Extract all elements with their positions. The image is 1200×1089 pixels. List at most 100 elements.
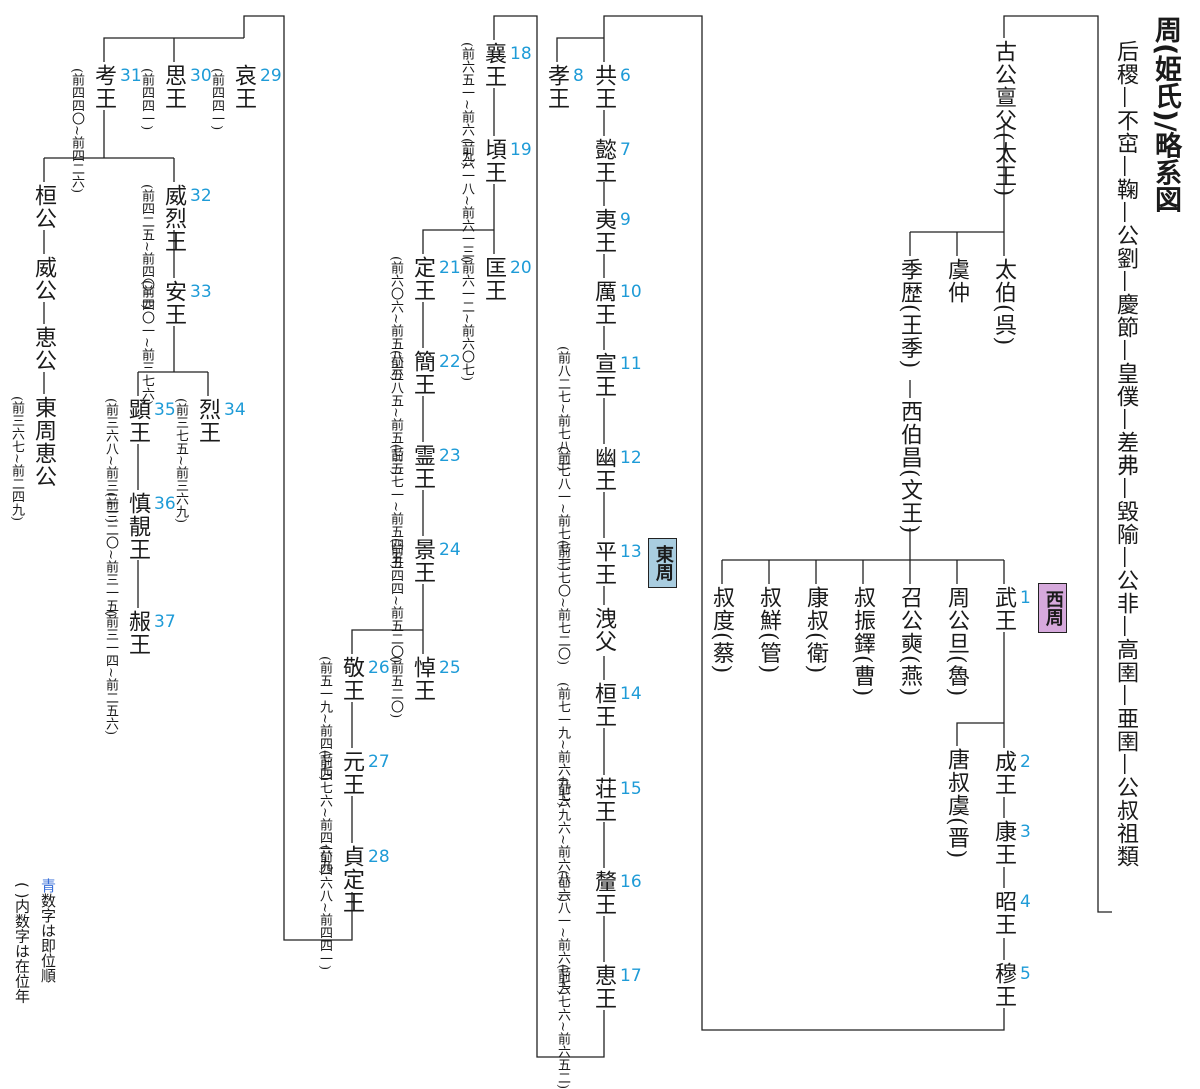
person-qingwang: 頃王	[481, 138, 506, 184]
era-badge-east: 東周	[648, 538, 677, 588]
reign-order-xuanwang: 11	[620, 354, 642, 374]
reign-order-shenjingwang: 36	[154, 494, 176, 514]
reign-order-qingwang: 19	[510, 140, 532, 160]
reign-order-wuwang: 1	[1020, 588, 1031, 608]
reign-years-pingwang: (前七七〇~前七二〇)	[555, 540, 570, 666]
legend-number-note: 青数字は即位順	[39, 878, 57, 983]
reign-order-kuangwang: 20	[510, 258, 532, 278]
reign-order-jingwang26: 26	[368, 658, 390, 678]
reign-order-aiwang: 29	[260, 66, 282, 86]
person-jingwang24: 景王	[410, 538, 435, 584]
person-liewang: 烈王	[195, 398, 220, 444]
person-pingwang: 平王	[591, 540, 616, 586]
reign-years-jianwang: (前五八五~前五七二)	[388, 350, 403, 476]
reign-order-pingwang: 13	[620, 542, 642, 562]
reign-years-liewang: (前三七五~前三六九)	[173, 398, 188, 524]
person-youwang: 幽王	[591, 446, 616, 492]
person-yuzhong: 虞仲	[944, 258, 969, 304]
reign-years-zhuangwang: (前六九六~前六八二)	[555, 777, 570, 903]
person-kuangwang: 匡王	[481, 256, 506, 302]
reign-order-weiliewang: 32	[190, 186, 212, 206]
person-siwang: 思王	[161, 64, 186, 110]
era-badge-west: 西周	[1038, 583, 1067, 633]
reign-years-siwang: (前四四一)	[139, 68, 154, 131]
reign-years-youwang: (前七八一~前七七一)	[555, 446, 570, 572]
reign-years-kaowang: (前四四〇~前四二六)	[69, 68, 84, 194]
reign-order-muwang: 5	[1020, 964, 1031, 984]
reign-order-xiangwang: 18	[510, 44, 532, 64]
legend-blue-word: 青	[39, 878, 57, 893]
reign-order-xiwang: 16	[620, 872, 642, 892]
reign-years-weiliewang: (前四二五~前四〇二)	[139, 184, 154, 310]
reign-order-siwang: 30	[190, 66, 212, 86]
person-huanwang: 桓王	[591, 682, 616, 728]
reign-years-huanwang: (前七一九~前六九七)	[555, 682, 570, 808]
reign-order-kaowang: 31	[120, 66, 142, 86]
reign-order-chengwang: 2	[1020, 752, 1031, 772]
person-chengwang: 成王	[991, 750, 1016, 796]
legend-reign-note: ( )内数字は在位年	[13, 882, 31, 1004]
person-zhuangwang: 荘王	[591, 777, 616, 823]
person-wuwang: 武王	[991, 586, 1016, 632]
person-xianwang: 顕王	[125, 398, 150, 444]
person-daowang: 悼王	[410, 656, 435, 702]
person-zhendingwang: 貞定王	[339, 845, 364, 914]
person-zhaowang: 昭王	[991, 890, 1016, 936]
person-xiefu: 洩父	[591, 607, 616, 653]
person-xiwang: 釐王	[591, 870, 616, 916]
person-huigong: 恵公	[31, 326, 56, 372]
reign-order-yuanwang: 27	[368, 752, 390, 772]
reign-years-jingwang26: (前五一九~前四七七)	[317, 656, 332, 782]
reign-years-aiwang: (前四四一)	[209, 68, 224, 131]
reign-years-anwang: (前四〇一~前三七六)	[139, 280, 154, 406]
reign-years-qingwang: (前六一八~前六一三)	[459, 138, 474, 264]
reign-years-shenjingwang: (前三二〇~前三一五)	[103, 492, 118, 618]
reign-years-lingwang: (前五七一~前五四五)	[388, 444, 403, 570]
reign-order-yiwang9: 9	[620, 210, 631, 230]
reign-years-zhendingwang: (前四六八~前四四一)	[317, 845, 332, 971]
reign-order-zhaowang: 4	[1020, 892, 1031, 912]
person-jianwang: 簡王	[410, 350, 435, 396]
reign-years-xuanwang: (前八二七~前七八二)	[555, 346, 570, 472]
person-xiangwang: 襄王	[481, 42, 506, 88]
reign-years-yuanwang: (前四七六~前四六九)	[317, 750, 332, 876]
person-yiwang7: 懿王	[591, 138, 616, 184]
ancestor-line: 后稷—不窋—鞠—公劉—慶節—皇僕—差弗—毀隃—公非—高圉—亜圉—公叔祖類	[1113, 40, 1138, 868]
reign-order-yiwang7: 7	[620, 140, 631, 160]
reign-order-huanwang: 14	[620, 684, 642, 704]
reign-order-dingwang: 21	[439, 258, 461, 278]
person-jili: 季歴(王季)	[897, 258, 922, 370]
person-muwang: 穆王	[991, 962, 1016, 1008]
reign-years-xiwang: (前六八一~前六七七)	[555, 870, 570, 996]
reign-years-dingwang: (前六〇六~前五八六)	[388, 256, 403, 382]
reign-order-xiaowang: 8	[573, 66, 584, 86]
person-aiwang: 哀王	[231, 64, 256, 110]
person-kangshu: 康叔(衛)	[803, 586, 828, 675]
reign-years-huiwang: (前六七六~前六五二)	[555, 964, 570, 1089]
person-liwang: 厲王	[591, 280, 616, 326]
legend-number-rest: 数字は即位順	[39, 893, 57, 983]
person-wenwang: 西伯昌(文王)	[897, 400, 922, 535]
reign-years-jingwang24: (前五四四~前五二〇)	[388, 538, 403, 664]
person-weiliewang: 威烈王	[161, 184, 186, 253]
person-nanwang: 赧王	[125, 610, 150, 656]
person-huangong: 桓公	[31, 184, 56, 230]
reign-years-nanwang: (前三一四~前二五六)	[103, 610, 118, 736]
person-dingwang: 定王	[410, 256, 435, 302]
reign-years-xiangwang: (前六五一~前六一九)	[459, 42, 474, 168]
reign-order-youwang: 12	[620, 448, 642, 468]
person-yiwang9: 夷王	[591, 208, 616, 254]
person-huiwang: 恵王	[591, 964, 616, 1010]
person-shuxian: 叔鮮(管)	[756, 586, 781, 675]
person-dongzhouhuigong: 東周恵公	[31, 396, 56, 488]
person-shudu: 叔度(蔡)	[709, 586, 734, 675]
reign-order-gongwang: 6	[620, 66, 631, 86]
reign-order-liwang: 10	[620, 282, 642, 302]
reign-years-daowang: (前五二〇)	[388, 656, 403, 719]
person-yuanwang: 元王	[339, 750, 364, 796]
reign-order-liewang: 34	[224, 400, 246, 420]
reign-order-huiwang: 17	[620, 966, 642, 986]
person-lingwang: 霊王	[410, 444, 435, 490]
reign-order-lingwang: 23	[439, 446, 461, 466]
reign-order-anwang: 33	[190, 282, 212, 302]
